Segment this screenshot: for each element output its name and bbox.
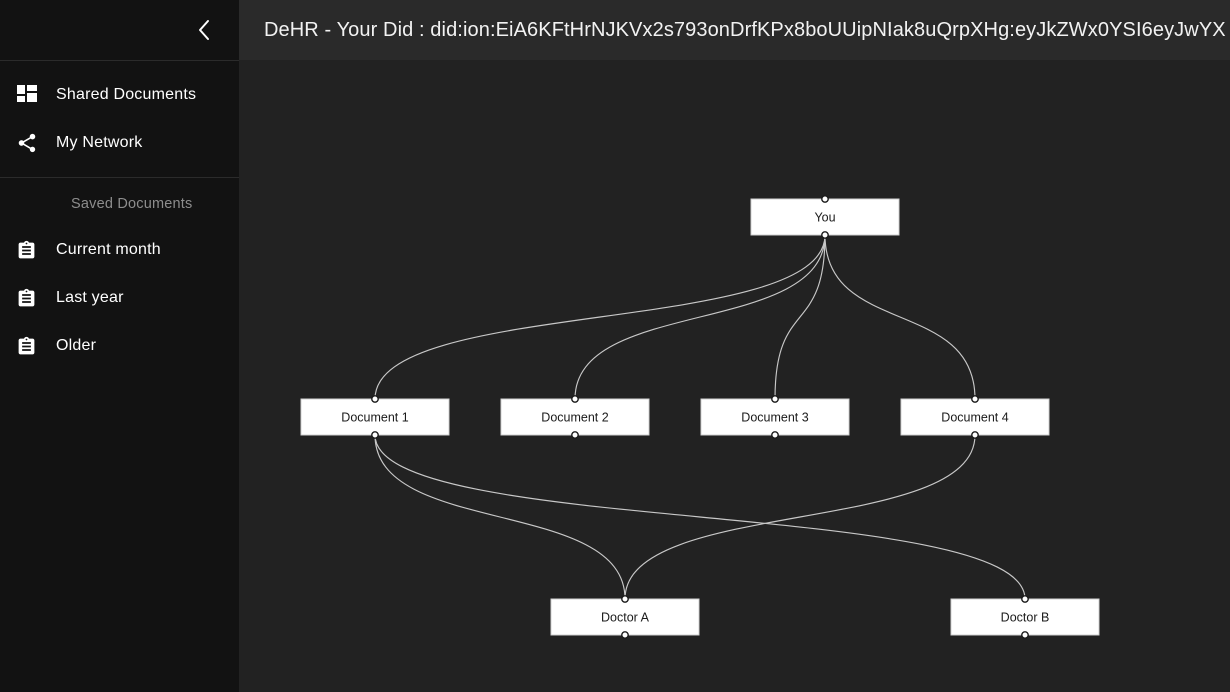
sidebar-item-last-year[interactable]: Last year	[0, 274, 239, 322]
sidebar-item-label: Older	[56, 337, 97, 354]
graph-node[interactable]: Document 2	[500, 395, 650, 439]
graph-edge[interactable]	[824, 234, 976, 400]
graph-node-label: Document 4	[941, 410, 1008, 424]
graph-node-box[interactable]	[550, 598, 700, 636]
share-nodes-icon	[16, 132, 56, 154]
sidebar-item-label: My Network	[56, 134, 143, 151]
graph-node-port-top[interactable]	[821, 195, 829, 203]
clipboard-icon	[16, 336, 56, 357]
graph-edge[interactable]	[374, 234, 826, 400]
graph-edge[interactable]	[374, 434, 1026, 600]
graph-edge[interactable]	[574, 234, 826, 400]
page-title: DeHR - Your Did : did:ion:EiA6KFtHrNJKVx…	[264, 18, 1226, 41]
sidebar-primary-group: Shared Documents My Network	[0, 61, 239, 178]
graph-node-port-top[interactable]	[621, 595, 629, 603]
graph-node[interactable]: Doctor B	[950, 595, 1100, 639]
graph-node-box[interactable]	[900, 398, 1050, 436]
graph-node-port-bottom[interactable]	[821, 231, 829, 239]
graph-node[interactable]: Document 1	[300, 395, 450, 439]
graph-node-port-top[interactable]	[571, 395, 579, 403]
graph-node-port-top[interactable]	[1021, 595, 1029, 603]
sidebar-item-my-network[interactable]: My Network	[0, 119, 239, 167]
graph-node-port-bottom[interactable]	[971, 431, 979, 439]
graph-node-port-bottom[interactable]	[1021, 631, 1029, 639]
graph-node[interactable]: Document 4	[900, 395, 1050, 439]
sidebar-header	[0, 0, 239, 60]
graph-node-box[interactable]	[500, 398, 650, 436]
graph-edge[interactable]	[774, 234, 826, 400]
graph-node-port-bottom[interactable]	[371, 431, 379, 439]
graph-node-label: Doctor A	[601, 610, 650, 624]
graph-edge[interactable]	[374, 434, 626, 600]
graph-node-box[interactable]	[700, 398, 850, 436]
graph-node-port-bottom[interactable]	[621, 631, 629, 639]
graph-node-port-bottom[interactable]	[571, 431, 579, 439]
graph-node-box[interactable]	[300, 398, 450, 436]
sidebar-item-current-month[interactable]: Current month	[0, 226, 239, 274]
sidebar-section-title: Saved Documents	[71, 196, 193, 212]
graph-node-port-top[interactable]	[771, 395, 779, 403]
graph-node-label: Document 1	[341, 410, 408, 424]
sidebar-item-label: Last year	[56, 289, 124, 306]
sidebar-saved-group: Saved Documents Current month	[0, 178, 239, 370]
title-bar: DeHR - Your Did : did:ion:EiA6KFtHrNJKVx…	[239, 0, 1230, 60]
clipboard-icon	[16, 288, 56, 309]
graph-edge[interactable]	[624, 434, 976, 600]
graph-node[interactable]: You	[750, 195, 900, 239]
sidebar-item-label: Shared Documents	[56, 86, 197, 103]
graph-node-label: Document 3	[741, 410, 808, 424]
edges-layer	[374, 234, 1026, 600]
graph-node-label: Doctor B	[1001, 610, 1050, 624]
sidebar-item-older[interactable]: Older	[0, 322, 239, 370]
graph-node-port-top[interactable]	[971, 395, 979, 403]
clipboard-icon	[16, 240, 56, 261]
sidebar-item-shared-documents[interactable]: Shared Documents	[0, 71, 239, 119]
chevron-left-icon[interactable]	[191, 17, 217, 43]
graph-node[interactable]: Doctor A	[550, 595, 700, 639]
sidebar: Shared Documents My Network Saved Docume…	[0, 60, 239, 692]
top-bar: DeHR - Your Did : did:ion:EiA6KFtHrNJKVx…	[0, 0, 1230, 60]
graph-node-label: Document 2	[541, 410, 608, 424]
graph-node-label: You	[814, 210, 835, 224]
body: Shared Documents My Network Saved Docume…	[0, 60, 1230, 692]
graph-node[interactable]: Document 3	[700, 395, 850, 439]
graph-node-port-top[interactable]	[371, 395, 379, 403]
sidebar-item-label: Current month	[56, 241, 161, 258]
graph-node-port-bottom[interactable]	[771, 431, 779, 439]
graph-node-box[interactable]	[950, 598, 1100, 636]
dashboard-grid-icon	[16, 84, 56, 106]
